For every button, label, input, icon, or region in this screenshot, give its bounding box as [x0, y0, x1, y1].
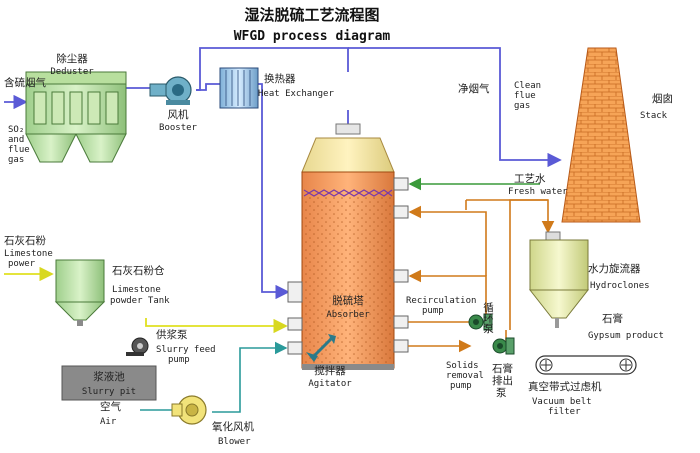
- title-en: WFGD process diagram: [234, 29, 391, 44]
- limestone-powder-label-en-1: Limestone: [4, 249, 53, 259]
- booster-label-cn: 风机: [168, 108, 189, 121]
- solids-pump-label-en-3: pump: [450, 381, 472, 391]
- deduster-label-en: Deduster: [50, 67, 94, 77]
- limestone-powder-label-en-2: power: [8, 259, 36, 269]
- title-cn: 湿法脱硫工艺流程图: [244, 6, 379, 24]
- agitator-label-en: Agitator: [308, 379, 352, 389]
- vacuum-filter-label-en-1: Vacuum belt: [532, 397, 592, 407]
- air-label-en: Air: [100, 417, 117, 427]
- blower-icon: [171, 395, 207, 425]
- blower-label-cn: 氧化风机: [212, 420, 254, 433]
- slurry-pit-label-cn: 浆液池: [93, 370, 125, 383]
- limestone-tank-label-cn: 石灰石粉仓: [112, 264, 165, 277]
- limestone-lines: [4, 266, 288, 334]
- absorber-tower: [301, 123, 395, 370]
- heat-exchanger: [219, 67, 259, 109]
- deduster: [25, 71, 127, 163]
- fresh-water-label-en: Fresh water: [508, 187, 568, 197]
- limestone-powder-label-cn: 石灰石粉: [4, 234, 46, 247]
- absorber-label-cn: 脱硫塔: [332, 294, 364, 307]
- flue-gas-in-en-3: flue: [8, 145, 30, 155]
- slurry-pit-label-en: Slurry pit: [82, 387, 136, 397]
- air-lines: [140, 341, 288, 413]
- recirculation-pump-label-en-2: pump: [422, 306, 444, 316]
- vacuum-belt-filter-icon: [535, 355, 637, 375]
- slurry-feed-pump-label-cn: 供浆泵: [156, 328, 188, 341]
- stack: [561, 47, 641, 223]
- slurry-pit: [61, 365, 157, 401]
- slurry-feed-pump-label-en-1: Slurry feed: [156, 345, 216, 355]
- flue-gas-in-en-1: SO₂: [8, 125, 24, 135]
- absorber-label-en: Absorber: [326, 310, 370, 320]
- blower-label-en: Blower: [218, 437, 251, 447]
- solids-pump-label-cn-3: 泵: [496, 387, 507, 399]
- clean-gas-label-en-1: Clean: [514, 81, 541, 91]
- stack-label-cn: 烟囱: [652, 92, 673, 105]
- flue-gas-in-cn: 含硫烟气: [4, 76, 46, 89]
- agitator-label-cn: 搅拌器: [314, 364, 346, 377]
- heat-exchanger-label-en: Heat Exchanger: [258, 89, 334, 99]
- vacuum-filter-label-en-2: filter: [548, 407, 581, 417]
- solids-pump-icon: [492, 337, 515, 355]
- solids-pump-label-en-1: Solids: [446, 361, 479, 371]
- gas-flow-lines: [4, 47, 562, 300]
- solids-pump-label-cn-1: 石膏: [492, 362, 513, 375]
- clean-gas-label-en-2: flue: [514, 91, 536, 101]
- agitator-icon: [306, 334, 336, 362]
- air-label-cn: 空气: [100, 400, 121, 413]
- deduster-label-cn: 除尘器: [56, 52, 88, 65]
- vacuum-filter-label-cn: 真空带式过虑机: [528, 380, 602, 393]
- fresh-water-label-cn: 工艺水: [514, 173, 546, 185]
- clean-gas-label-en-3: gas: [514, 101, 530, 111]
- tower-nozzles: [287, 177, 409, 355]
- heat-exchanger-label-cn: 换热器: [264, 72, 296, 85]
- gypsum-label-en: Gypsum product: [588, 331, 664, 341]
- flue-gas-in-en-4: gas: [8, 155, 24, 165]
- booster-fan-icon: [149, 76, 192, 105]
- limestone-tank: [54, 259, 106, 326]
- hydroclones-label-en: Hydroclones: [590, 281, 650, 291]
- recirculation-pump-label-en-1: Recirculation: [406, 296, 476, 306]
- solids-pump-label-cn-2: 排出: [492, 374, 513, 387]
- hydroclones: [528, 231, 590, 328]
- hydroclones-label-cn: 水力旋流器: [588, 262, 641, 275]
- booster-label-en: Booster: [159, 123, 198, 133]
- slurry-feed-pump-label-en-2: pump: [168, 355, 190, 365]
- gypsum-label-cn: 石膏: [602, 312, 623, 325]
- solids-pump-label-en-2: removal: [446, 371, 484, 381]
- recirculation-pump-label-cn: 循环泵: [482, 301, 494, 333]
- slurry-feed-pump-icon: [126, 337, 149, 356]
- limestone-tank-label-en-2: powder Tank: [110, 296, 170, 306]
- stack-label-en: Stack: [640, 111, 668, 121]
- recirculation-pump-icon: [468, 313, 493, 331]
- flue-gas-in-en-2: and: [8, 135, 24, 145]
- limestone-tank-label-en-1: Limestone: [112, 285, 161, 295]
- clean-gas-label-cn: 净烟气: [458, 82, 490, 95]
